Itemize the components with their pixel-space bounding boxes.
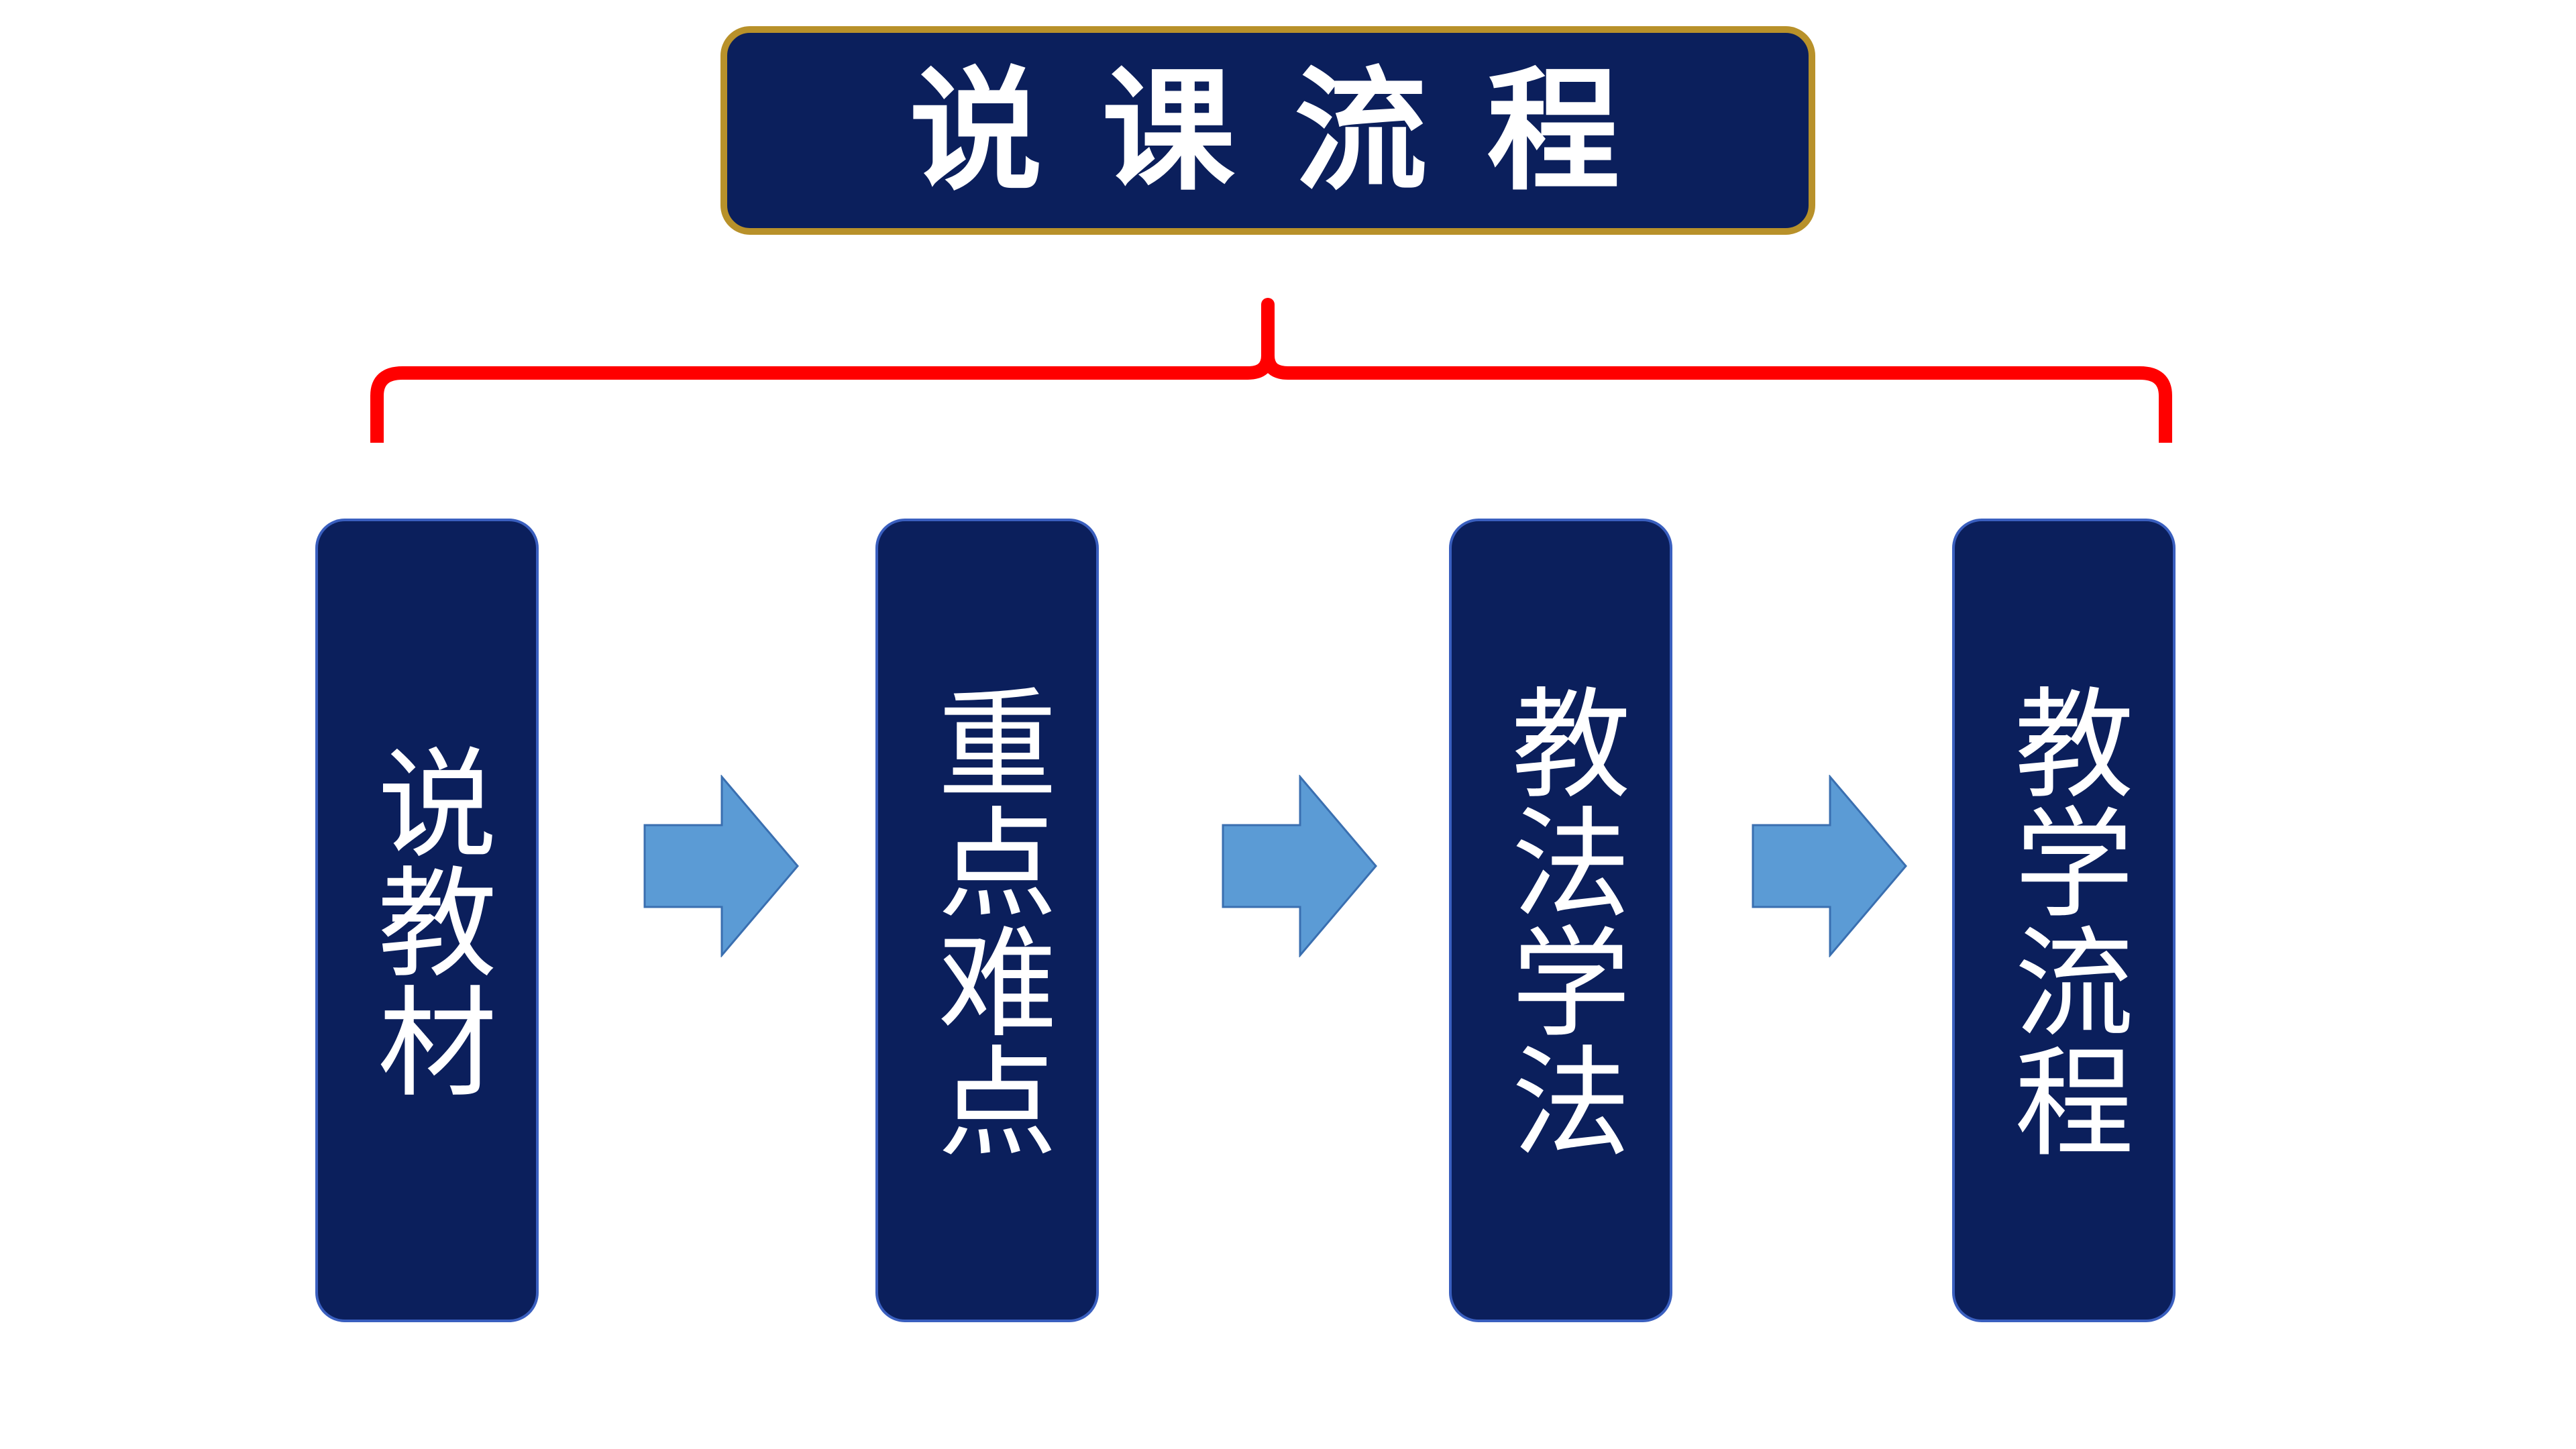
right-arrow-icon bbox=[643, 775, 799, 957]
step-label: 教法学法 bbox=[1491, 682, 1631, 1159]
step-box-3: 教法学法 bbox=[1449, 519, 1672, 1322]
step-box-4: 教学流程 bbox=[1952, 519, 2176, 1322]
right-arrow-icon bbox=[1752, 775, 1907, 957]
step-label: 教学流程 bbox=[1994, 682, 2134, 1159]
step-box-2: 重点难点 bbox=[875, 519, 1099, 1322]
step-label: 说教材 bbox=[358, 741, 497, 1099]
step-box-1: 说教材 bbox=[315, 519, 539, 1322]
title-box: 说 课 流 程 bbox=[720, 26, 1815, 235]
step-label: 重点难点 bbox=[918, 682, 1057, 1159]
right-arrow-icon bbox=[1222, 775, 1377, 957]
diagram-title: 说 课 流 程 bbox=[909, 52, 1627, 209]
